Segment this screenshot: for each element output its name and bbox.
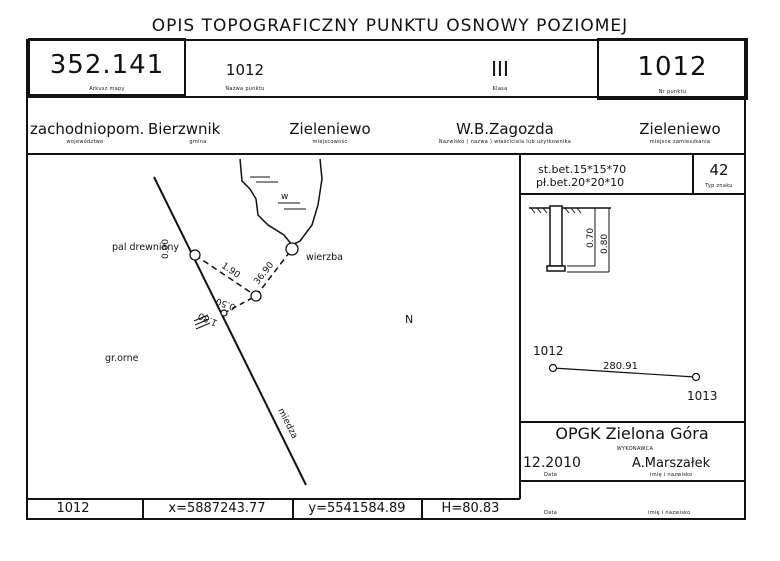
residence-label: miejsce zamieszkania bbox=[649, 139, 711, 145]
point-name-value: 1012 bbox=[225, 61, 265, 79]
class-label: Klasa bbox=[492, 86, 508, 92]
point-symbol bbox=[250, 290, 262, 302]
dist-1-80: 1.80 bbox=[197, 310, 220, 328]
dist-0-00: 0.00 bbox=[161, 239, 171, 259]
neighbor-b-symbol bbox=[691, 372, 701, 382]
boundary-line bbox=[153, 176, 307, 486]
coord-h: H=80.83 bbox=[441, 501, 500, 516]
contractor-person-label: imię i nazwisko bbox=[650, 472, 693, 478]
contractor-label: WYKONAWCA bbox=[616, 446, 654, 452]
contractor-person-label-2: imię i nazwisko bbox=[648, 510, 691, 516]
topographic-sketch: w pal drewniany wierzba N gr.orne miedza… bbox=[105, 158, 413, 486]
spec-line-1: st.bet.15*15*70 bbox=[538, 163, 627, 176]
spec-line-2: pł.bet.20*20*10 bbox=[536, 176, 625, 189]
coord-point: 1012 bbox=[56, 501, 90, 516]
wierzba-label: wierzba bbox=[306, 252, 343, 263]
plate-shape bbox=[546, 265, 566, 272]
locality-label: miejscowość bbox=[312, 139, 348, 145]
contractor-date: 12.2010 bbox=[523, 455, 581, 471]
dash-pal-to-point bbox=[194, 254, 257, 297]
map-sheet-value: 352.141 bbox=[49, 50, 165, 80]
gr-orne-label: gr.orne bbox=[105, 353, 139, 364]
point-no-label: Nr punktu bbox=[658, 89, 687, 95]
dist-0-50: 0.50 bbox=[215, 295, 238, 311]
owner-label: Nazwisko ( nazwa ) właściciela lub użytk… bbox=[438, 139, 572, 145]
neighbor-point-b: 1013 bbox=[687, 389, 718, 403]
locality-value: Zieleniewo bbox=[289, 120, 371, 138]
municipality-label: gmina bbox=[189, 139, 207, 145]
contractor-date-label: Data bbox=[544, 472, 558, 478]
pal-label: pal drewniany bbox=[112, 242, 179, 253]
dist-1-90: 1.90 bbox=[219, 261, 241, 281]
depth-2: 0.80 bbox=[600, 234, 610, 254]
voivodeship-value: zachodniopom. bbox=[30, 120, 145, 138]
post-shape bbox=[549, 205, 563, 267]
dist-36-90: 36.90 bbox=[252, 260, 276, 287]
neighbor-distance: 280.91 bbox=[603, 361, 638, 372]
neighbor-a-symbol bbox=[548, 363, 558, 373]
point-no-value: 1012 bbox=[637, 52, 708, 82]
map-sheet-box: 352.141 Arkusz mapy bbox=[28, 38, 186, 96]
marker-profile: 0.70 0.80 bbox=[529, 205, 611, 273]
contractor-person: A.Marszałek bbox=[632, 456, 711, 471]
neighbor-sketch: 1012 1013 280.91 bbox=[533, 344, 718, 403]
page-title: OPIS TOPOGRAFICZNY PUNKTU OSNOWY POZIOME… bbox=[151, 16, 629, 36]
class-value: III bbox=[491, 57, 509, 81]
coord-x: x=5887243.77 bbox=[168, 501, 266, 516]
residence-value: Zieleniewo bbox=[639, 120, 721, 138]
north-label: N bbox=[405, 313, 413, 326]
point-no-box: 1012 Nr punktu bbox=[597, 38, 748, 100]
point-name-label: Nazwa punktu bbox=[225, 86, 265, 92]
wierzba-symbol bbox=[285, 242, 299, 256]
municipality-value: Bierzwnik bbox=[148, 120, 221, 138]
water-outline bbox=[239, 158, 323, 246]
neighbor-point-a: 1012 bbox=[533, 344, 564, 358]
type-label: Typ znaku bbox=[705, 183, 733, 189]
water-label: w bbox=[281, 192, 288, 202]
miedza-label: miedza bbox=[275, 407, 299, 441]
type-value: 42 bbox=[709, 161, 729, 179]
owner-value: W.B.Zagozda bbox=[456, 120, 554, 138]
depth-1: 0.70 bbox=[586, 228, 596, 248]
map-sheet-label: Arkusz mapy bbox=[89, 86, 125, 92]
dash-boundary-to-point bbox=[223, 295, 257, 314]
voivodeship-label: województwo bbox=[66, 139, 104, 145]
contractor-date-label-2: Data bbox=[544, 510, 558, 516]
coord-y: y=5541584.89 bbox=[308, 501, 406, 516]
contractor-name: OPGK Zielona Góra bbox=[555, 424, 709, 443]
pal-symbol bbox=[189, 249, 201, 261]
